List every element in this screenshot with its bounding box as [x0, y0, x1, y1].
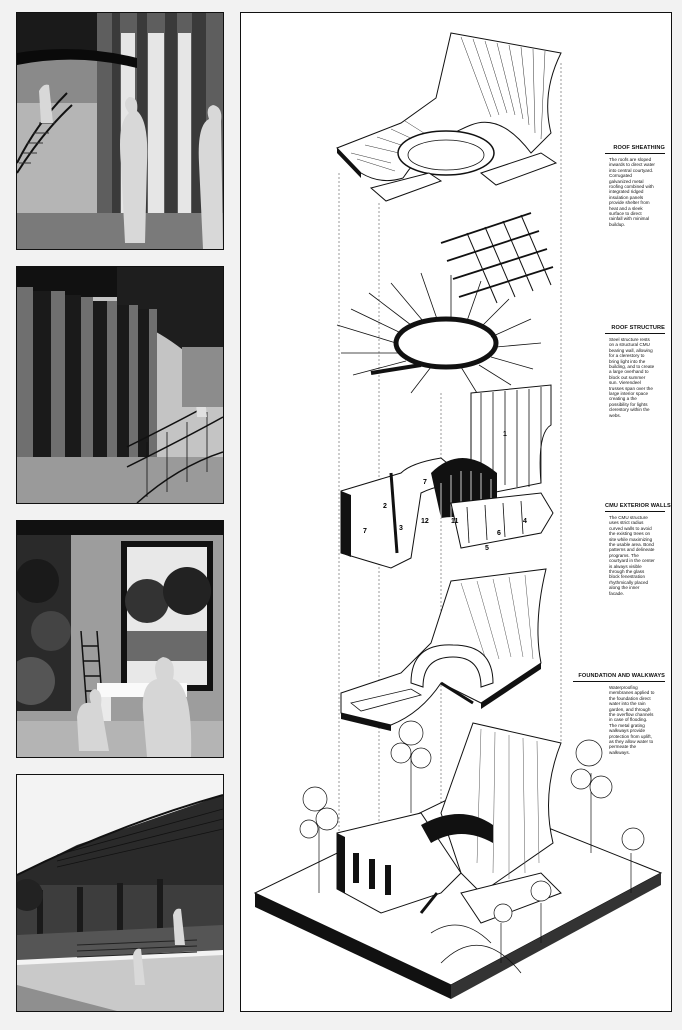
leader-rule: [605, 333, 665, 334]
render-curved-wall: [16, 266, 224, 504]
layer-description: Steel structure rests on a structural CM…: [609, 337, 655, 418]
room-number: 7: [363, 528, 367, 535]
assembled-building-site: [253, 720, 663, 999]
layer-note-foundation: FOUNDATION AND WALKWAYS Waterproofing me…: [573, 673, 665, 755]
layer-title: FOUNDATION AND WALKWAYS: [578, 673, 665, 679]
leader-rule: [573, 681, 665, 682]
room-number: 12: [421, 518, 429, 525]
cmu-walls-layer: 1 2 3 4 5 6 7 7 11 12: [340, 384, 554, 569]
layer-title: CMU EXTERIOR WALLS: [605, 503, 671, 509]
render-interior-stair: [16, 12, 224, 250]
layer-title: ROOF STRUCTURE: [611, 325, 665, 331]
exploded-axonometric-diagram: 1 2 3 4 5 6 7 7 11 12: [240, 12, 672, 1012]
render-study-room: [16, 520, 224, 758]
layer-note-cmu-walls: CMU EXTERIOR WALLS The CMU structure use…: [605, 503, 671, 596]
room-number: 7: [423, 479, 427, 486]
room-number: 3: [399, 525, 403, 532]
room-number: 4: [523, 518, 527, 525]
layer-description: The roofs are sloped inwards to direct w…: [609, 157, 655, 227]
room-number: 11: [451, 518, 459, 525]
room-number: 6: [497, 530, 501, 537]
layer-note-roof-structure: ROOF STRUCTURE Steel structure rests on …: [605, 325, 665, 418]
layer-description: Waterproofing membranes applied to the f…: [609, 685, 655, 755]
leader-rule: [605, 511, 665, 512]
layer-title: ROOF SHEATHING: [613, 145, 665, 151]
room-number: 2: [383, 503, 387, 510]
room-number: 5: [485, 545, 489, 552]
render-exterior-view: [16, 774, 224, 1012]
room-number: 1: [503, 431, 507, 438]
layer-description: The CMU structure uses strict radius cur…: [609, 515, 655, 596]
roof-structure-layer: [336, 212, 554, 394]
roof-sheathing-layer: [336, 32, 562, 202]
foundation-layer: [340, 568, 547, 731]
layer-note-roof-sheathing: ROOF SHEATHING The roofs are sloped inwa…: [605, 145, 665, 227]
site-tree: [299, 720, 645, 963]
leader-rule: [605, 153, 665, 154]
